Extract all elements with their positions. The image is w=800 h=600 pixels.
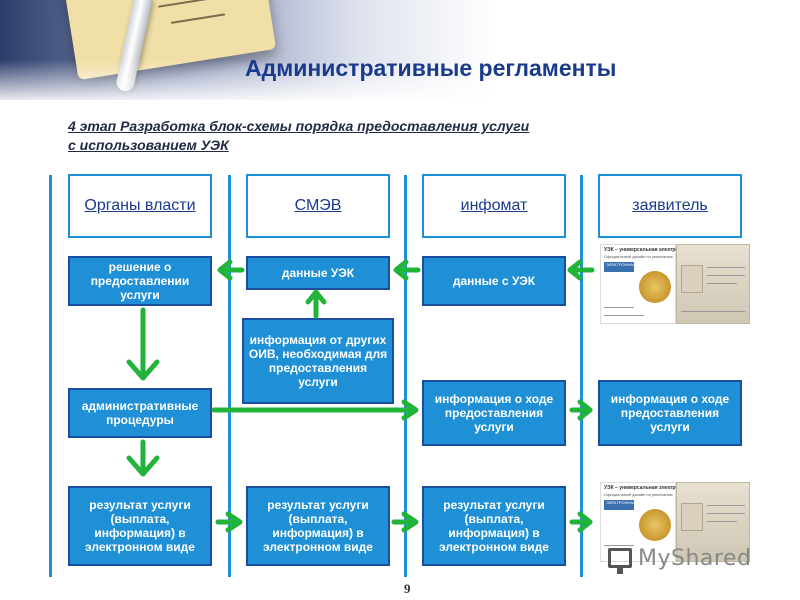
header-fade bbox=[0, 60, 800, 105]
lane-divider bbox=[404, 175, 407, 577]
uek-data-box: данные УЭК bbox=[246, 256, 390, 290]
column-header-infomat: инфомат bbox=[422, 174, 566, 238]
subtitle-line-2: с использованием УЭК bbox=[68, 137, 229, 153]
arrow-procedures-to-infomat bbox=[211, 399, 419, 421]
subtitle-line-1: 4 этап Разработка блок-схемы порядка пре… bbox=[68, 118, 530, 134]
lane-divider bbox=[580, 175, 583, 577]
arrow-infomat-to-smev bbox=[393, 259, 421, 281]
other-oiv-info-box: информация от других ОИВ, необходимая дл… bbox=[242, 318, 394, 404]
data-from-uek-box: данные с УЭК bbox=[422, 256, 566, 306]
decision-box: решение о предоставлении услуги bbox=[68, 256, 212, 306]
uek-card-image: УЭК – универсальная электронная карта Оф… bbox=[600, 482, 750, 562]
progress-infomat-box: информация о ходе предоставления услуги bbox=[422, 380, 566, 446]
progress-applicant-box: информация о ходе предоставления услуги bbox=[598, 380, 742, 446]
result-smev-box: результат услуги (выплата, информация) в… bbox=[246, 486, 390, 566]
column-header-authorities: Органы власти bbox=[68, 174, 212, 238]
lane-divider bbox=[228, 175, 231, 577]
page-title: Административные регламенты bbox=[245, 55, 617, 81]
arrow-decision-down bbox=[126, 307, 160, 381]
column-header-applicant: заявитель bbox=[598, 174, 742, 238]
lane-divider bbox=[49, 175, 52, 577]
presentation-icon bbox=[608, 548, 632, 574]
slide-subtitle: 4 этап Разработка блок-схемы порядка пре… bbox=[68, 117, 668, 155]
arrow-oiv-info-up bbox=[305, 289, 327, 319]
myshared-logo: MyShared bbox=[608, 544, 751, 574]
uek-card-image: УЭК – универсальная электронная карта Оф… bbox=[600, 244, 750, 324]
arrow-procedures-down bbox=[126, 439, 160, 477]
admin-procedures-box: административные процедуры bbox=[68, 388, 212, 438]
result-infomat-box: результат услуги (выплата, информация) в… bbox=[422, 486, 566, 566]
column-header-smev: СМЭВ bbox=[246, 174, 390, 238]
page-number: 9 bbox=[404, 581, 411, 596]
arrow-smev-to-authorities bbox=[217, 259, 245, 281]
result-authorities-box: результат услуги (выплата, информация) в… bbox=[68, 486, 212, 566]
